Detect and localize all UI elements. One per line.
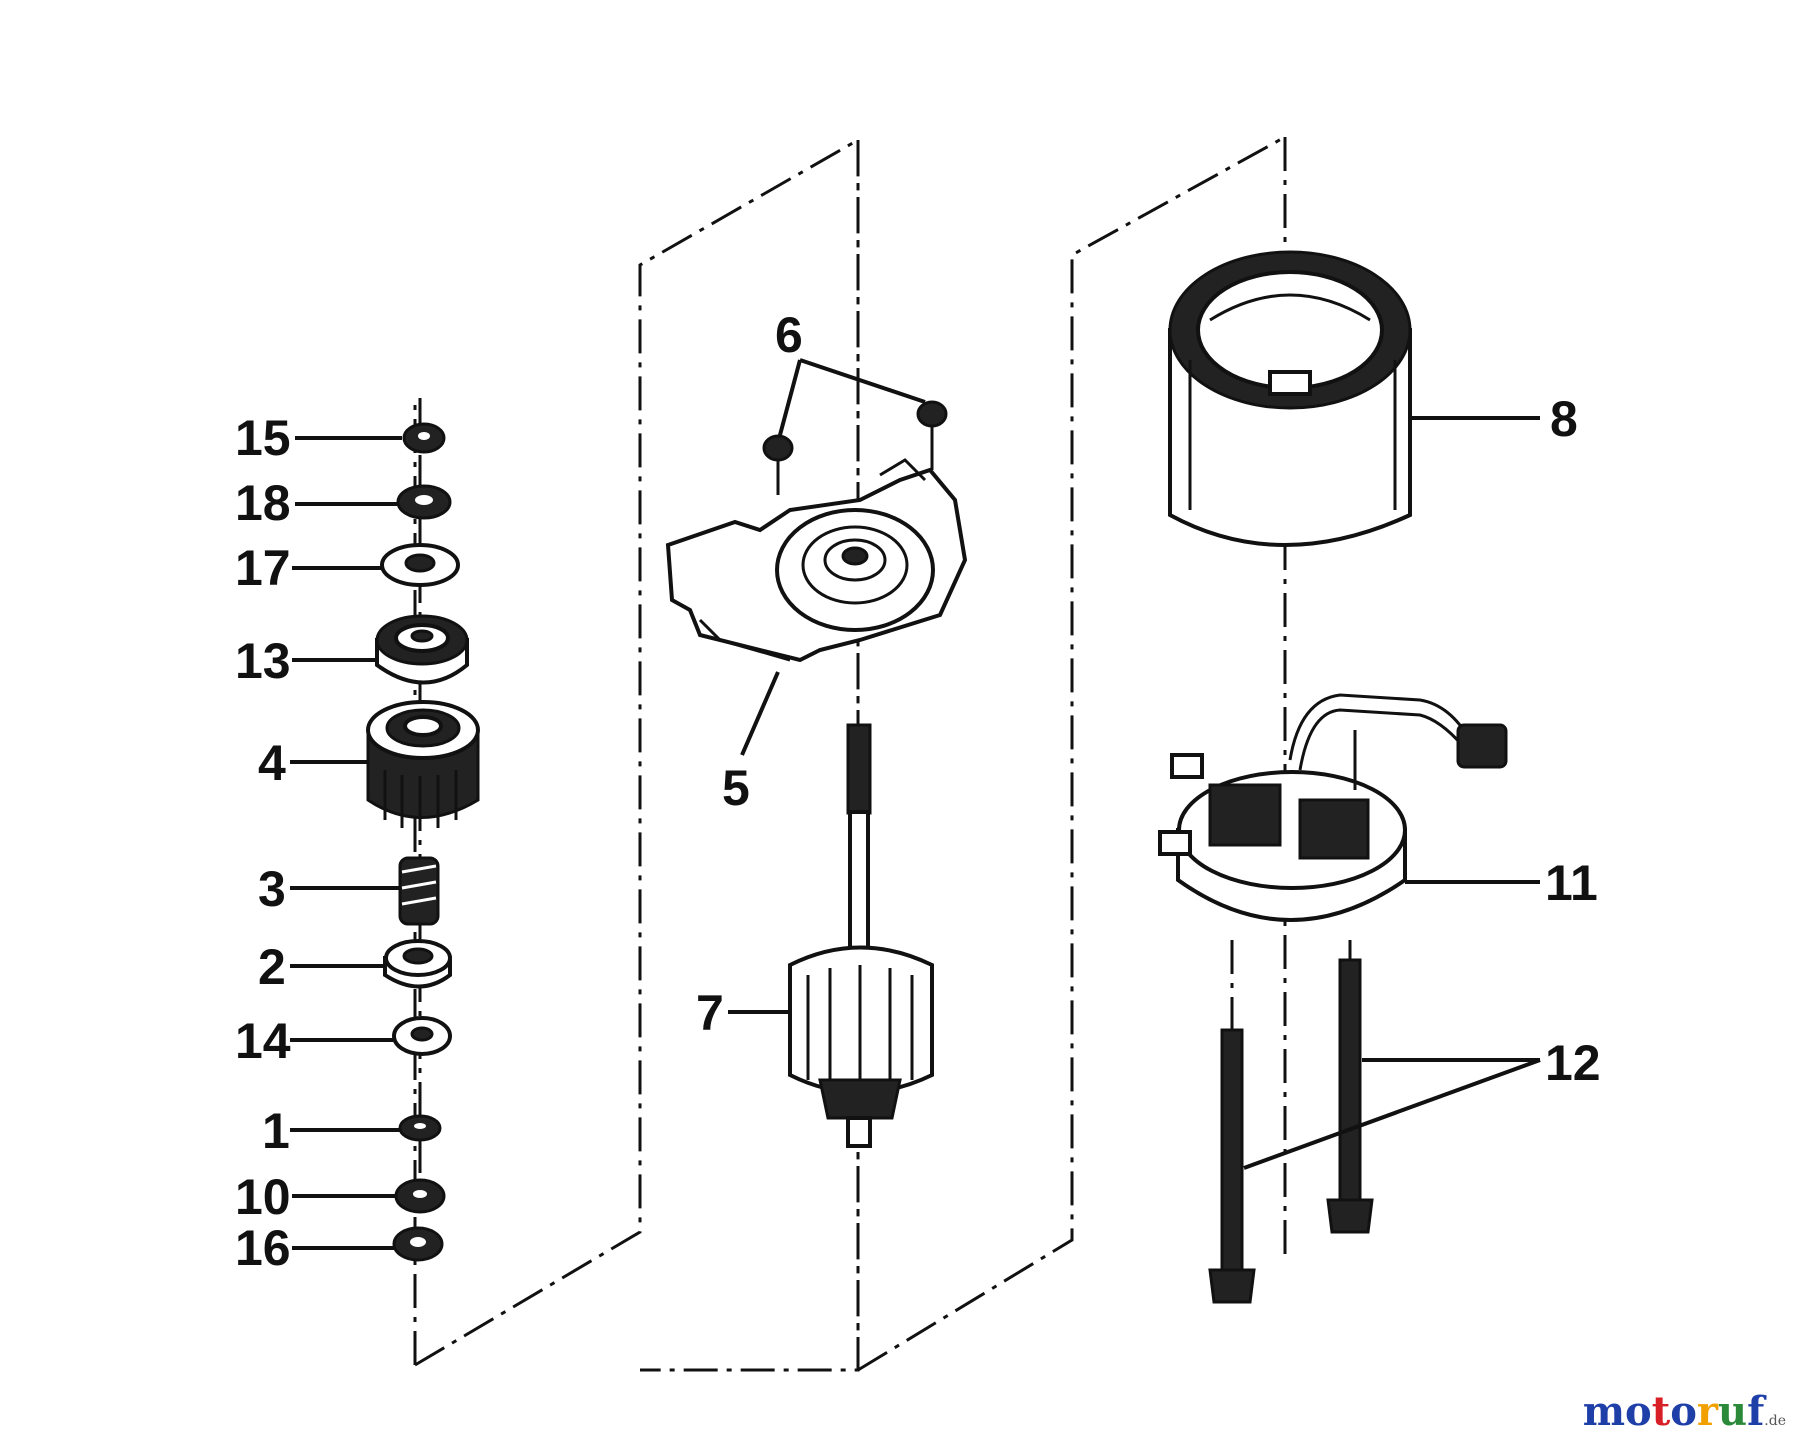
callout-2: 2 bbox=[258, 939, 286, 995]
callout-18: 18 bbox=[235, 475, 291, 531]
part-10-nut bbox=[394, 1178, 446, 1214]
watermark-letter: u bbox=[1717, 1388, 1748, 1435]
callout-13: 13 bbox=[235, 633, 291, 689]
part-3-spring bbox=[398, 856, 440, 926]
part-8-housing bbox=[1168, 250, 1412, 547]
callout-15: 15 bbox=[235, 410, 291, 466]
callout-7: 7 bbox=[696, 985, 724, 1041]
callout-1: 1 bbox=[262, 1103, 290, 1159]
part-11-brush-plate bbox=[1158, 693, 1508, 922]
watermark-letter: m bbox=[1582, 1388, 1626, 1435]
watermark-suffix: .de bbox=[1764, 1413, 1786, 1429]
part-2-collar bbox=[383, 939, 452, 989]
callout-4: 4 bbox=[258, 735, 286, 791]
part-5-end-cover bbox=[665, 458, 968, 663]
callout-5: 5 bbox=[722, 760, 750, 816]
callout-17: 17 bbox=[235, 540, 291, 596]
callout-14: 14 bbox=[235, 1013, 291, 1069]
watermark-logo: motoruf.de bbox=[1583, 1388, 1786, 1435]
part-12-through-bolts bbox=[1208, 940, 1374, 1304]
watermark-letter: o bbox=[1625, 1388, 1652, 1435]
callout-11: 11 bbox=[1545, 855, 1598, 911]
part-16-washer bbox=[392, 1226, 444, 1262]
part-4-pinion-gear bbox=[366, 700, 480, 830]
callout-3: 3 bbox=[258, 861, 286, 917]
callout-8: 8 bbox=[1550, 391, 1578, 447]
part-17-flat-washer bbox=[380, 543, 460, 587]
callout-12: 12 bbox=[1545, 1035, 1601, 1091]
watermark-letter: o bbox=[1670, 1388, 1697, 1435]
watermark-letter: r bbox=[1696, 1388, 1718, 1435]
callout-16: 16 bbox=[235, 1220, 291, 1276]
part-18-washer bbox=[396, 484, 452, 520]
part-1-clip bbox=[398, 1114, 442, 1142]
callout-5-leader bbox=[740, 671, 780, 756]
part-7-armature bbox=[788, 723, 934, 1148]
watermark-letter: t bbox=[1651, 1388, 1671, 1435]
callout-6-leaders bbox=[778, 358, 926, 436]
callout-12-leaders bbox=[1243, 1058, 1541, 1170]
part-14-washer bbox=[392, 1016, 452, 1056]
part-13-bearing bbox=[375, 614, 469, 685]
watermark-letters: motoruf bbox=[1583, 1388, 1765, 1435]
watermark-letter: f bbox=[1747, 1388, 1765, 1435]
left-callout-leaders bbox=[290, 436, 402, 1250]
part-15-nut bbox=[402, 422, 446, 454]
callout-6: 6 bbox=[775, 307, 803, 363]
part-6-screws bbox=[762, 400, 948, 495]
callout-10: 10 bbox=[235, 1169, 291, 1225]
